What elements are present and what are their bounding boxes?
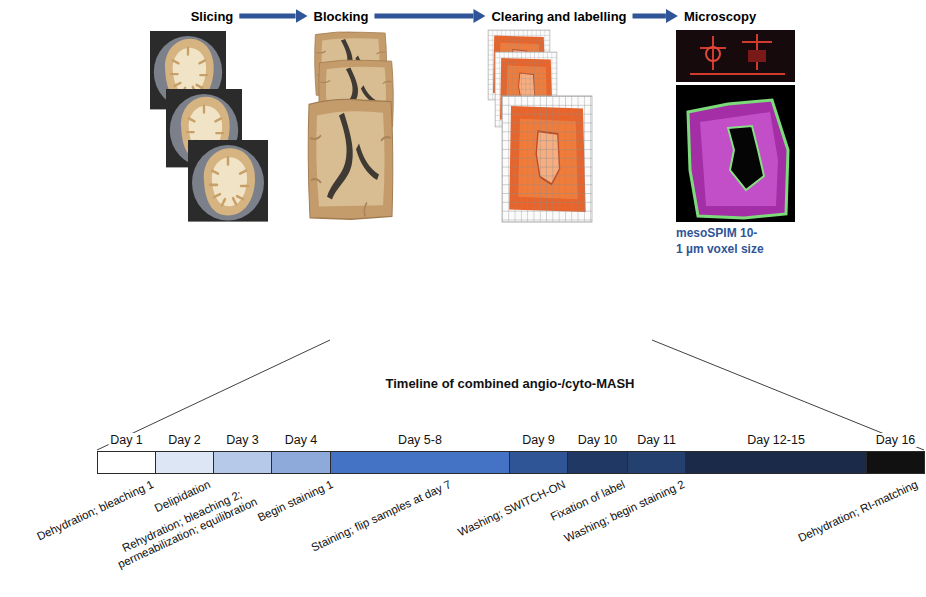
brain-slice-photos — [150, 31, 268, 222]
fluorescence-image — [676, 85, 795, 222]
stage-title: Slicing — [189, 8, 236, 25]
step-label: Begin staining 1 — [256, 478, 336, 525]
day-label: Day 16 — [874, 433, 918, 447]
timeline-segment: Day 11Washing; begin staining 2 — [627, 451, 686, 474]
day-label: Day 12-15 — [745, 433, 807, 447]
timeline-segment: Day 4Begin staining 1 — [271, 451, 331, 474]
timeline-segment: Day 3Rehydration; bleaching 2; permeabil… — [213, 451, 272, 474]
timeline-segment: Day 1Dehydration; bleaching 1 — [97, 451, 156, 474]
microscope-photo — [676, 30, 795, 82]
timeline-title: Timeline of combined angio-/cyto-MASH — [386, 376, 635, 391]
day-label: Day 5-8 — [396, 433, 444, 447]
zoom-lines — [652, 340, 924, 450]
stage-title: Microscopy — [682, 8, 758, 25]
day-label: Day 1 — [108, 433, 145, 447]
fluorescence-image — [700, 112, 778, 206]
process-arrow — [239, 14, 295, 19]
microscope-photo — [748, 50, 766, 62]
brain-slice-photos — [188, 140, 268, 222]
stage-heading: Clearing and labelling — [489, 8, 628, 25]
day-label: Day 10 — [576, 433, 620, 447]
timeline-segment: Day 16Dehydration; RI-matching — [866, 451, 925, 474]
day-label: Day 9 — [520, 433, 557, 447]
timeline-segment: Day 10Fixation of label — [567, 451, 628, 474]
process-arrow — [374, 14, 473, 19]
day-label: Day 3 — [224, 433, 261, 447]
microscope-photo — [690, 34, 785, 74]
tissue-blocks — [308, 32, 393, 219]
zoom-lines — [97, 340, 924, 450]
stage-heading: Blocking — [312, 8, 371, 25]
microscope-photo — [706, 47, 720, 61]
timeline-segment: Day 2Delipidation — [155, 451, 214, 474]
annotation-text: mesoSPIM 10-1 µm voxel size — [676, 226, 764, 257]
fluorescence-image — [688, 100, 788, 218]
zoom-lines — [97, 340, 330, 450]
stage-heading: Slicing — [189, 8, 236, 25]
day-label: Day 11 — [635, 433, 678, 447]
fluorescence-image — [728, 126, 764, 190]
process-arrow — [633, 14, 666, 19]
step-label: Washing; SWITCH-ON — [456, 478, 568, 539]
tissue-blocks — [308, 99, 393, 219]
timeline-segment: Day 9Washing; SWITCH-ON — [509, 451, 568, 474]
day-label: Day 2 — [166, 433, 203, 447]
fluorescence-image — [676, 85, 795, 222]
timeline-segment: Day 12-15 — [685, 451, 867, 474]
day-label: Day 4 — [283, 433, 320, 447]
step-label: Dehydration; RI-matching — [796, 478, 920, 545]
cleared-samples — [488, 30, 592, 222]
microscope-photo — [676, 30, 795, 82]
timeline-segment: Day 5-8Staining; flip samples at day 7 — [330, 451, 510, 474]
stage-heading: Microscopy — [682, 8, 758, 25]
stage-title: Blocking — [312, 8, 371, 25]
cleared-samples — [502, 96, 592, 222]
stage-title: Clearing and labelling — [489, 8, 628, 25]
